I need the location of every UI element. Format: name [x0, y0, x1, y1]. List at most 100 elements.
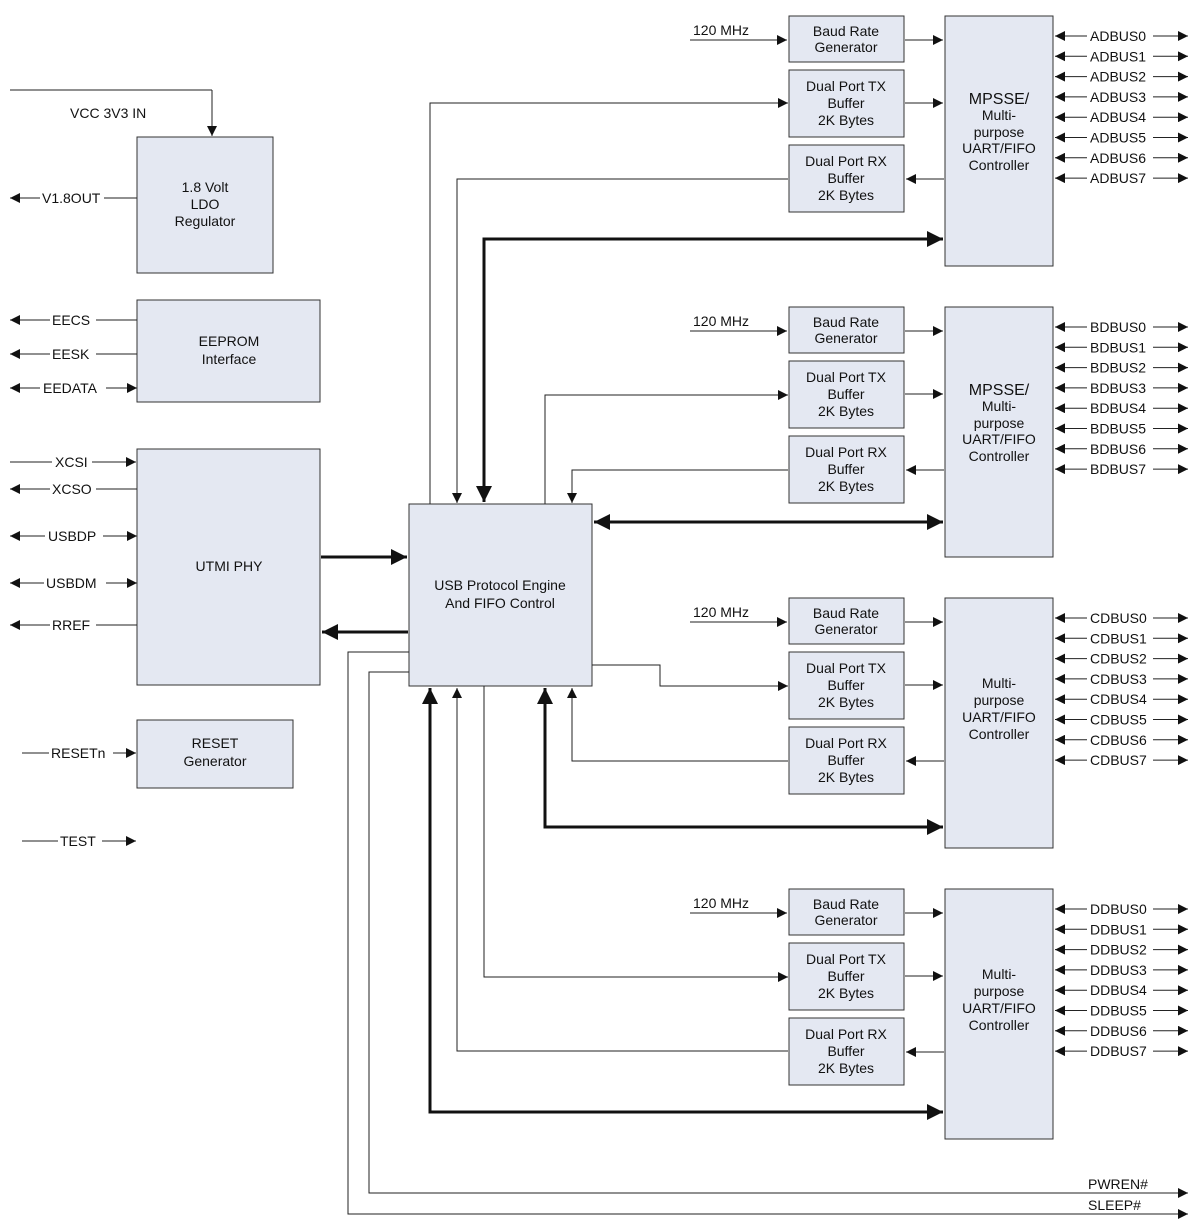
controller-line-1: Multi- [982, 107, 1017, 123]
bus-pin-label: DDBUS1 [1090, 921, 1147, 937]
tx-line-3: 2K Bytes [818, 985, 874, 1001]
eedata-pin-label: EEDATA [43, 380, 98, 396]
bus-pin-label: BDBUS6 [1090, 441, 1146, 457]
channel-d-bus-pin: DDBUS6 [1055, 1022, 1188, 1039]
channel-d-bus-pin: DDBUS7 [1055, 1043, 1188, 1060]
eeprom-line-2: Interface [202, 351, 257, 367]
baud-line-2: Generator [814, 912, 877, 928]
vcc-in-label: VCC 3V3 IN [70, 105, 146, 121]
tx-line-2: Buffer [827, 968, 864, 984]
pwren-label: PWREN# [1088, 1176, 1148, 1192]
reset-line-1: RESET [192, 735, 239, 751]
bus-pin-label: CDBUS2 [1090, 651, 1147, 667]
bus-pin-label: BDBUS2 [1090, 360, 1146, 376]
rx-line-3: 2K Bytes [818, 769, 874, 785]
tx-line-1: Dual Port TX [806, 78, 887, 94]
bus-pin-label: CDBUS1 [1090, 630, 1147, 646]
bus-pin-label: ADBUS5 [1090, 130, 1146, 146]
bus-pin-label: ADBUS2 [1090, 69, 1146, 85]
baud-line-2: Generator [814, 330, 877, 346]
channel-a-bus-pin: ADBUS0 [1055, 28, 1188, 44]
rx-line-2: Buffer [827, 1043, 864, 1059]
tx-line-1: Dual Port TX [806, 660, 887, 676]
bus-pin-label: BDBUS7 [1090, 461, 1146, 477]
tx-line-1: Dual Port TX [806, 369, 887, 385]
channel-c-bus-pin: CDBUS3 [1055, 670, 1188, 687]
controller-line-3: UART/FIFO [962, 709, 1036, 725]
channel-c-bus-pin: CDBUS2 [1055, 650, 1188, 667]
bus-pin-label: DDBUS6 [1090, 1023, 1147, 1039]
reset-line-2: Generator [183, 753, 246, 769]
ldo-line-2: LDO [191, 196, 220, 212]
channel-d-bus-pin: DDBUS4 [1055, 982, 1188, 999]
xcso-pin-label: XCSO [52, 481, 92, 497]
channel-c-bus-pin: CDBUS4 [1055, 691, 1188, 708]
channel-c-bus-pin: CDBUS6 [1055, 731, 1188, 748]
controller-line-2: purpose [974, 124, 1025, 140]
channel-c-bus-pin: CDBUS1 [1055, 630, 1188, 647]
channel-c-bus-pin: CDBUS5 [1055, 711, 1188, 728]
controller-line-4: Controller [969, 1017, 1030, 1033]
controller-line-1: Multi- [982, 398, 1017, 414]
baud-line-1: Baud Rate [813, 23, 879, 39]
bus-pin-label: DDBUS4 [1090, 982, 1147, 998]
engine-line-1: USB Protocol Engine [434, 577, 566, 593]
controller-line-3: UART/FIFO [962, 1000, 1036, 1016]
tx-line-1: Dual Port TX [806, 951, 887, 967]
engine-line-2: And FIFO Control [445, 595, 555, 611]
channel-c-bus-pin: CDBUS7 [1055, 752, 1188, 769]
bus-pin-label: BDBUS5 [1090, 421, 1146, 437]
rx-line-2: Buffer [827, 461, 864, 477]
tx-line-3: 2K Bytes [818, 403, 874, 419]
eeprom-interface-block: EEPROM Interface EECS EESK EEDATA [10, 299, 321, 403]
controller-line-3: UART/FIFO [962, 140, 1036, 156]
channel-b-bus-pin: BDBUS5 [1055, 420, 1188, 437]
baud-line-2: Generator [814, 39, 877, 55]
controller-line-1: Multi- [982, 966, 1017, 982]
channel-d-bus-pin: DDBUS2 [1055, 941, 1188, 958]
channel-a-bus-pin: ADBUS5 [1055, 129, 1188, 146]
controller-line-3: UART/FIFO [962, 431, 1036, 447]
bus-pin-label: BDBUS4 [1090, 400, 1146, 416]
test-pin: TEST [22, 832, 136, 850]
channel-a-routing [429, 98, 943, 504]
tx-line-2: Buffer [827, 95, 864, 111]
bus-pin-label: CDBUS3 [1090, 671, 1147, 687]
bus-pin-label: DDBUS2 [1090, 942, 1147, 958]
bus-pin-label: ADBUS4 [1090, 109, 1146, 125]
channel-a-bus-pin: ADBUS7 [1055, 170, 1188, 187]
bus-pin-label: DDBUS3 [1090, 962, 1147, 978]
bus-pin-label: BDBUS0 [1090, 319, 1146, 335]
channel-b-bus-pin: BDBUS2 [1055, 359, 1188, 376]
ldo-line-1: 1.8 Volt [182, 179, 229, 195]
bus-pin-label: DDBUS5 [1090, 1003, 1147, 1019]
channel-d-clock-label: 120 MHz [693, 895, 749, 911]
baud-line-2: Generator [814, 621, 877, 637]
eesk-pin-label: EESK [52, 346, 90, 362]
power-output-signals: PWREN# SLEEP# [347, 651, 1188, 1219]
channel-b-bus-pin: BDBUS4 [1055, 400, 1188, 417]
channel-a-bus-pin: ADBUS3 [1055, 88, 1188, 105]
channel-a-bus-pin: ADBUS2 [1055, 68, 1188, 85]
bus-pin-label: ADBUS1 [1090, 48, 1146, 64]
channel-c-clock-label: 120 MHz [693, 604, 749, 620]
channel-c-bus-pin: CDBUS0 [1055, 610, 1188, 626]
rx-line-3: 2K Bytes [818, 478, 874, 494]
